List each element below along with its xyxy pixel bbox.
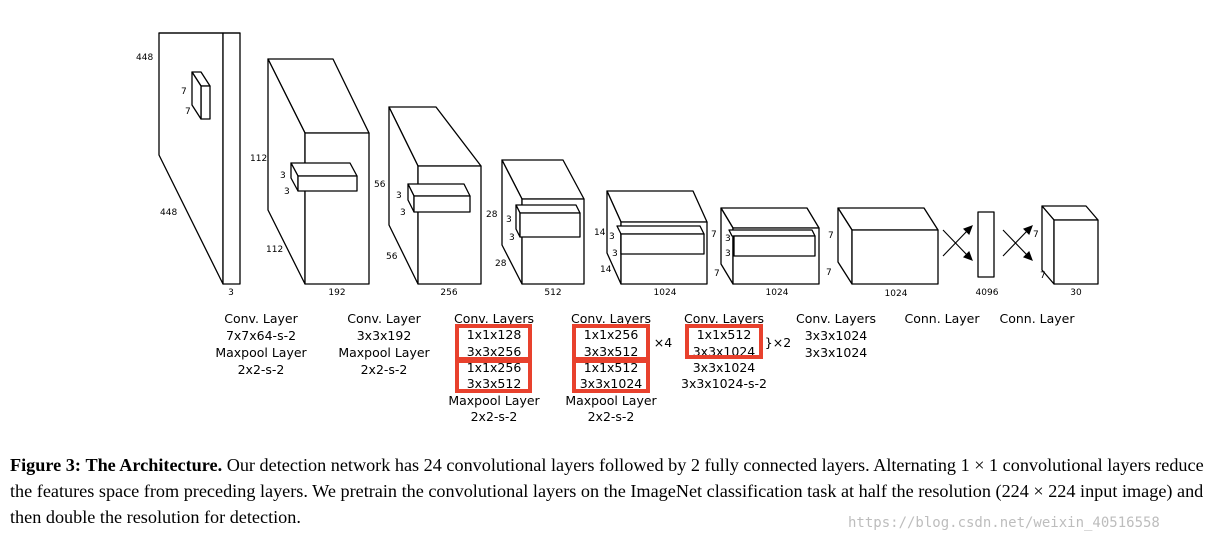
highlight-box — [685, 324, 763, 359]
depth-6: 1024 — [885, 289, 908, 299]
dim-w-8: 7 — [1040, 271, 1046, 281]
depth-5: 1024 — [766, 288, 789, 298]
boxed-label: 3x3x256 — [467, 344, 522, 359]
caption-text: Our detection network has 24 convolution… — [10, 455, 1204, 527]
dim-kh-1: 3 — [280, 171, 286, 181]
conv-block-56 — [388, 106, 482, 285]
dim-kh-0: 7 — [181, 87, 187, 97]
dim-h-3: 28 — [486, 210, 498, 220]
dim-w-0: 448 — [160, 208, 177, 218]
highlight-boxes — [455, 324, 763, 393]
dim-h-6: 7 — [828, 231, 834, 241]
layer-label: Conv. Layers — [796, 311, 876, 326]
depth-7: 4096 — [976, 288, 999, 298]
layer-label: Maxpool Layer — [565, 393, 657, 408]
output-block-7x7x30 — [1041, 205, 1099, 285]
boxed-label: 3x3x1024 — [580, 376, 643, 391]
figure-title: The Architecture. — [85, 455, 223, 475]
conv-block-7a — [720, 207, 820, 285]
layer-label: Conv. Layer — [224, 311, 298, 326]
conv-block-14 — [606, 190, 708, 285]
layer-label: 3x3x1024 — [805, 328, 868, 343]
dim-w-1: 112 — [266, 245, 283, 255]
conv-block-7b — [837, 207, 939, 285]
dim-h-4: 14 — [594, 228, 606, 238]
yolo-architecture-diagram: 448 448 7 7 112 112 3 3 56 56 3 3 28 28 … — [136, 32, 1099, 424]
layer-label: Maxpool Layer — [448, 393, 540, 408]
highlight-box — [455, 359, 532, 393]
boxed-label: 1x1x512 — [697, 327, 752, 342]
dim-h-2: 56 — [374, 180, 386, 190]
boxed-label: 3x3x512 — [467, 376, 522, 391]
boxed-label: 1x1x512 — [584, 360, 639, 375]
dim-kw-1: 3 — [284, 187, 290, 197]
layer-label: Conn. Layer — [904, 311, 980, 326]
dim-kw-0: 7 — [185, 107, 191, 117]
dim-kw-2: 3 — [400, 208, 406, 218]
figure-label: Figure 3: — [10, 455, 81, 475]
layer-label: 2x2-s-2 — [238, 362, 285, 377]
layer-label: Conv. Layer — [347, 311, 421, 326]
depth-8: 30 — [1070, 288, 1082, 298]
fc-connection-arrows — [942, 225, 1033, 261]
fc-block-4096 — [977, 211, 995, 278]
layer-label: Conn. Layer — [999, 311, 1075, 326]
depth-4: 1024 — [654, 288, 677, 298]
dim-kh-5: 3 — [725, 234, 731, 244]
layer-label: Conv. Layers — [571, 311, 651, 326]
layer-label: 2x2-s-2 — [361, 362, 408, 377]
depth-1: 192 — [328, 288, 345, 298]
dim-w-5: 7 — [714, 269, 720, 279]
boxed-label: 3x3x512 — [584, 344, 639, 359]
dim-h-5: 7 — [711, 230, 717, 240]
boxed-label: 1x1x256 — [467, 360, 522, 375]
dim-h-1: 112 — [250, 154, 267, 164]
dim-w-6: 7 — [826, 268, 832, 278]
dim-kh-4: 3 — [609, 232, 615, 242]
layer-label: 3x3x192 — [357, 328, 412, 343]
dim-w-3: 28 — [495, 259, 507, 269]
layer-label: 3x3x1024 — [693, 360, 756, 375]
dim-h-8: 7 — [1033, 230, 1039, 240]
watermark-url: https://blog.csdn.net/weixin_40516558 — [848, 515, 1160, 531]
input-image-block — [158, 32, 241, 285]
layer-label: 2x2-s-2 — [471, 409, 518, 424]
layer-label: 2x2-s-2 — [588, 409, 635, 424]
depth-2: 256 — [440, 288, 457, 298]
layer-label: 3x3x1024 — [805, 345, 868, 360]
boxed-label: 1x1x256 — [584, 327, 639, 342]
dim-w-4: 14 — [600, 265, 612, 275]
layer-label: 3x3x1024-s-2 — [681, 376, 767, 391]
repeat-label: }×2 — [765, 335, 791, 350]
layer-label: Maxpool Layer — [215, 345, 307, 360]
layer-label: Maxpool Layer — [338, 345, 430, 360]
depth-0: 3 — [228, 288, 234, 298]
depth-3: 512 — [544, 288, 561, 298]
layer-label: Conv. Layers — [684, 311, 764, 326]
dim-kh-2: 3 — [396, 191, 402, 201]
conv-block-28 — [501, 159, 585, 285]
dim-h-0: 448 — [136, 53, 153, 63]
dim-kw-3: 3 — [509, 233, 515, 243]
repeat-label: ×4 — [654, 335, 672, 350]
dim-w-2: 56 — [386, 252, 398, 262]
highlight-box — [572, 359, 650, 393]
conv-block-112 — [267, 58, 370, 285]
dim-kw-4: 3 — [612, 249, 618, 259]
dim-kw-5: 3 — [725, 249, 731, 259]
dim-kh-3: 3 — [506, 215, 512, 225]
layer-label: Conv. Layers — [454, 311, 534, 326]
figure-caption: Figure 3: The Architecture. Our detectio… — [10, 452, 1225, 530]
layer-label: 7x7x64-s-2 — [226, 328, 296, 343]
boxed-label: 1x1x128 — [467, 327, 522, 342]
